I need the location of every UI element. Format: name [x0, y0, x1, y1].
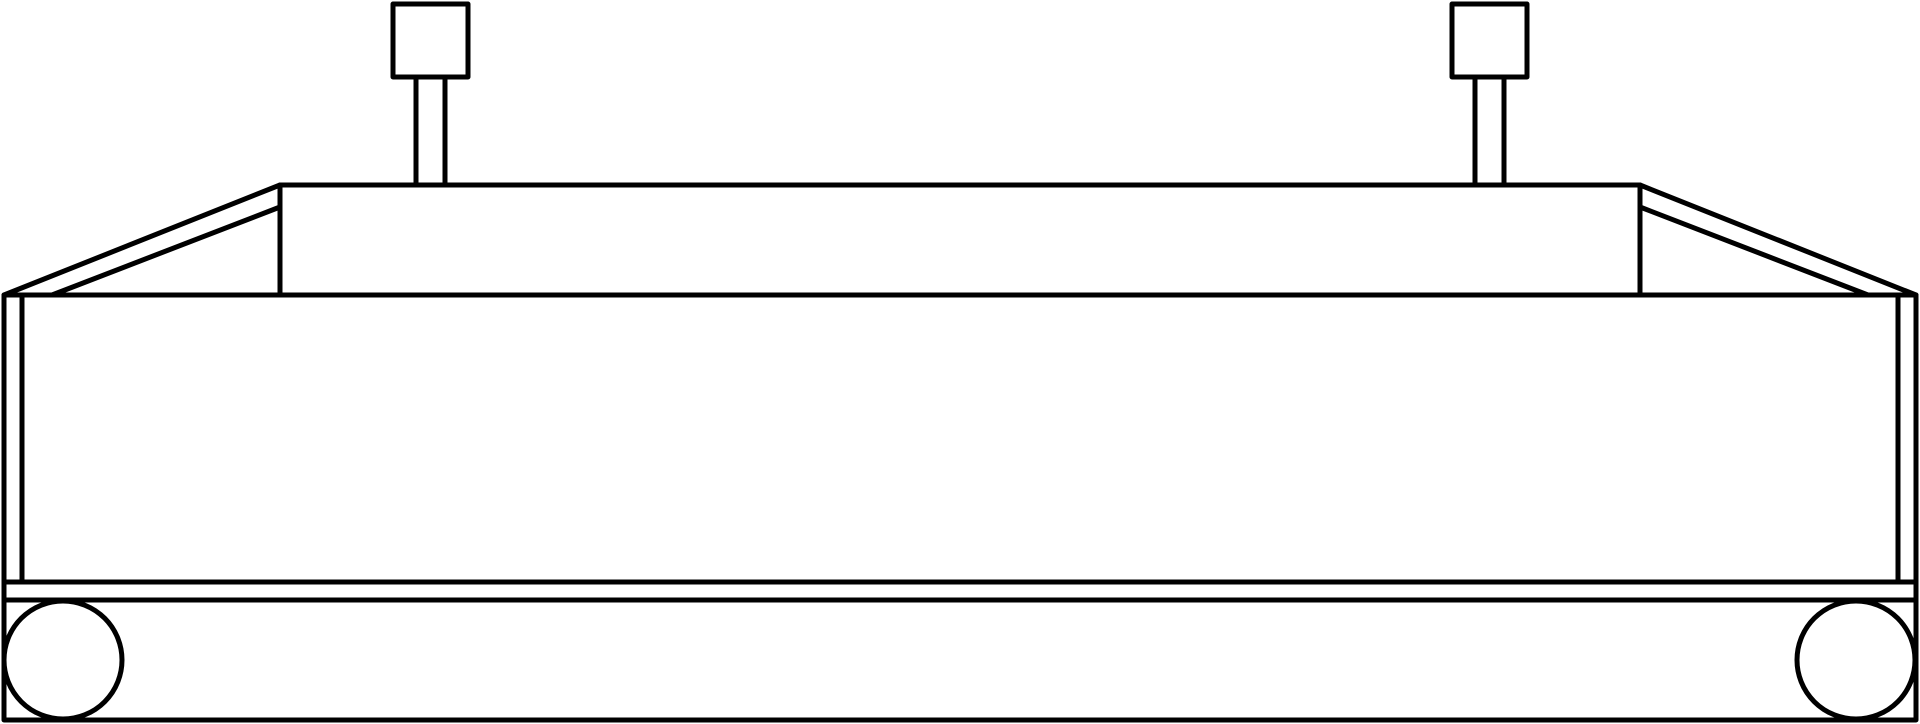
support-rod-left-icon — [413, 74, 448, 188]
right-sloped-brace-icon — [1637, 182, 1919, 298]
top-frame-icon — [277, 182, 1643, 298]
wheel-right-icon — [1794, 598, 1918, 722]
mount-block-left-icon — [390, 1, 471, 80]
support-rod-right-icon — [1472, 74, 1507, 188]
mount-block-right-icon — [1449, 1, 1530, 80]
lower-rail-icon — [1, 579, 1919, 603]
left-sloped-brace-icon — [1, 182, 283, 298]
base-frame-icon — [1, 597, 1919, 723]
main-body-panel-icon — [1, 292, 1919, 585]
wheel-left-icon — [1, 598, 125, 722]
